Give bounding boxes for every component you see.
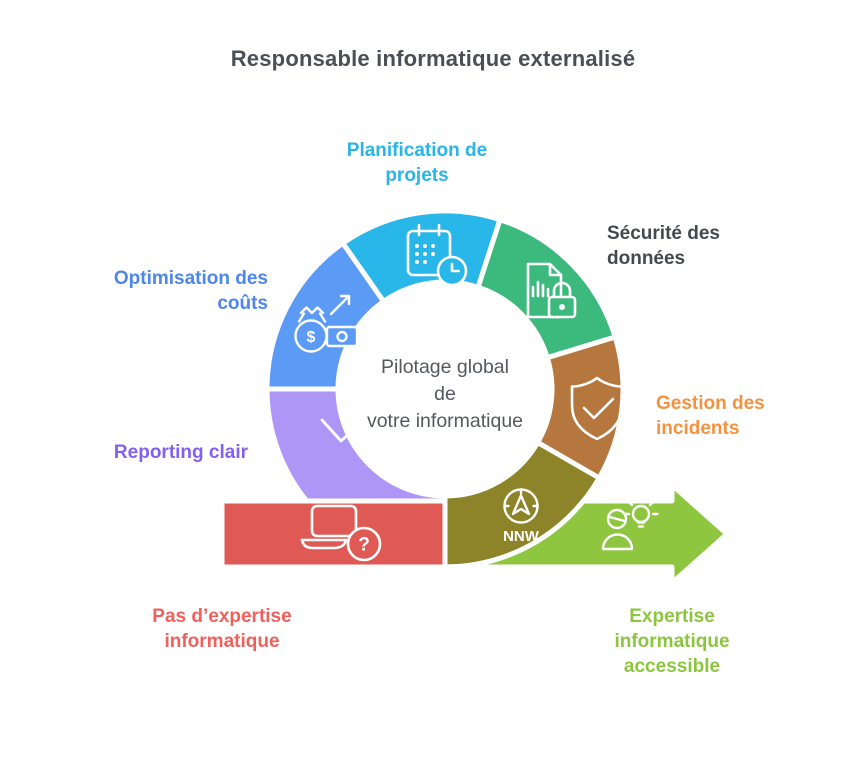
label-expertise-accessible: Expertise informatique accessible: [614, 606, 730, 678]
label-securite-des-donnees: Sécurité des données: [607, 223, 720, 270]
money-growth-icon: [294, 294, 359, 353]
label-planification-de-projets: Planification de projets: [346, 140, 488, 187]
question-glyph: ?: [358, 535, 370, 556]
segment-pas-expertise-band: [219, 498, 448, 570]
document-lock-icon: [526, 262, 577, 319]
person-lightbulb-icon: [601, 495, 659, 551]
label-reporting-clair: Reporting clair: [113, 442, 248, 463]
dollar-glyph: $: [307, 329, 316, 346]
compass-heading-text: NNW: [503, 528, 540, 545]
segment-expertise-arrow: [442, 482, 730, 586]
calendar-clock-icon: [406, 223, 468, 287]
laptop-question-icon: [300, 504, 382, 562]
segment-reporting: [264, 386, 448, 504]
segment-optimisation: [264, 240, 387, 392]
label-optimisation-des-couts: Optimisation des coûts: [113, 268, 268, 315]
trend-down-icon: [320, 418, 369, 451]
page-title: Responsable informatique externalisé: [230, 46, 636, 71]
label-pas-d-expertise: Pas d’expertise informatique: [152, 606, 292, 653]
center-text: Pilotage global de votre informatique: [366, 356, 524, 432]
compass-icon: [503, 488, 539, 524]
shield-check-icon: [570, 376, 624, 441]
label-gestion-des-incidents: Gestion des incidents: [656, 393, 765, 440]
segment-securite: [475, 217, 618, 361]
